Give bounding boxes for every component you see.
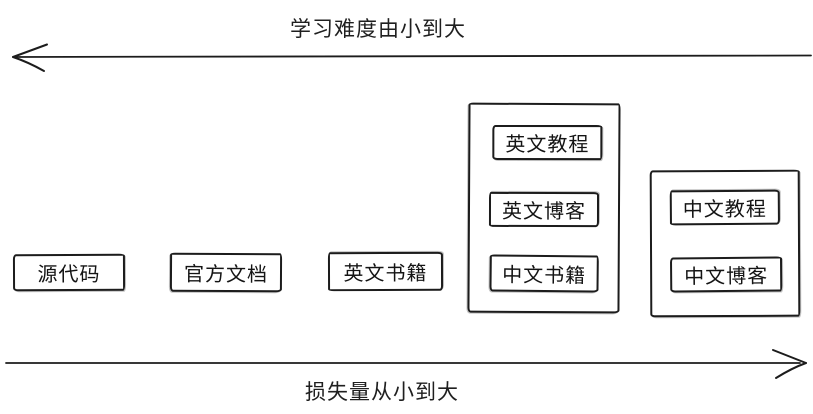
- box-english-tutorials: 英文教程: [492, 124, 603, 161]
- box-source-code: 源代码: [12, 253, 126, 292]
- top-arrow-left: [12, 43, 812, 72]
- box-english-tutorials-label: 英文教程: [505, 133, 590, 157]
- top-axis-label: 学习难度由小到大: [290, 18, 466, 41]
- group-chinese-tutorials-blogs: 中文教程 中文博客: [649, 169, 801, 318]
- box-chinese-books: 中文书籍: [489, 254, 599, 293]
- bottom-axis-label: 损失量从小到大: [305, 381, 459, 404]
- box-official-docs: 官方文档: [169, 252, 283, 293]
- box-chinese-books-label: 中文书籍: [502, 264, 587, 288]
- box-english-books-label: 英文书籍: [343, 262, 428, 286]
- box-english-blogs-label: 英文博客: [501, 200, 587, 224]
- box-official-docs-label: 官方文档: [183, 263, 269, 287]
- box-chinese-blogs-label: 中文博客: [684, 265, 769, 289]
- group-english-and-chinese-books: 英文教程 英文博客 中文书籍: [467, 102, 621, 314]
- box-english-books: 英文书籍: [327, 251, 444, 292]
- box-chinese-tutorials: 中文教程: [669, 189, 780, 226]
- bottom-arrow-right: [5, 349, 807, 379]
- box-source-code-label: 源代码: [37, 263, 101, 287]
- box-english-blogs: 英文博客: [488, 191, 600, 228]
- box-chinese-tutorials-label: 中文教程: [682, 198, 767, 222]
- box-chinese-blogs: 中文博客: [669, 256, 783, 293]
